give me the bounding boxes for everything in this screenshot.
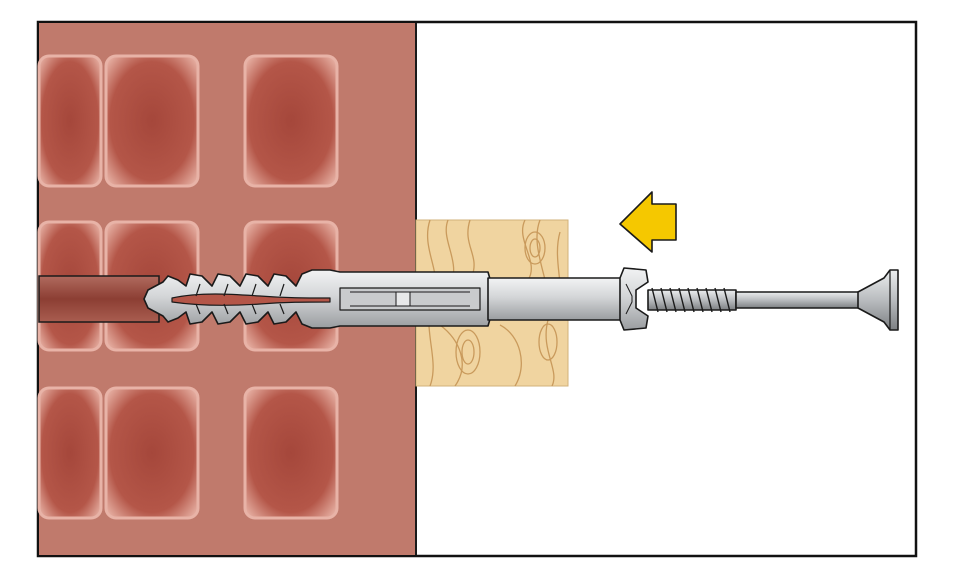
brick-cavity — [245, 388, 337, 518]
drill-hole — [39, 276, 159, 322]
brick-cavity — [106, 56, 198, 186]
brick-cavity — [39, 388, 101, 518]
brick-cavity — [106, 388, 198, 518]
brick-cavity — [39, 56, 101, 186]
plastic-plug — [144, 268, 648, 330]
brick-cavity — [245, 56, 337, 186]
